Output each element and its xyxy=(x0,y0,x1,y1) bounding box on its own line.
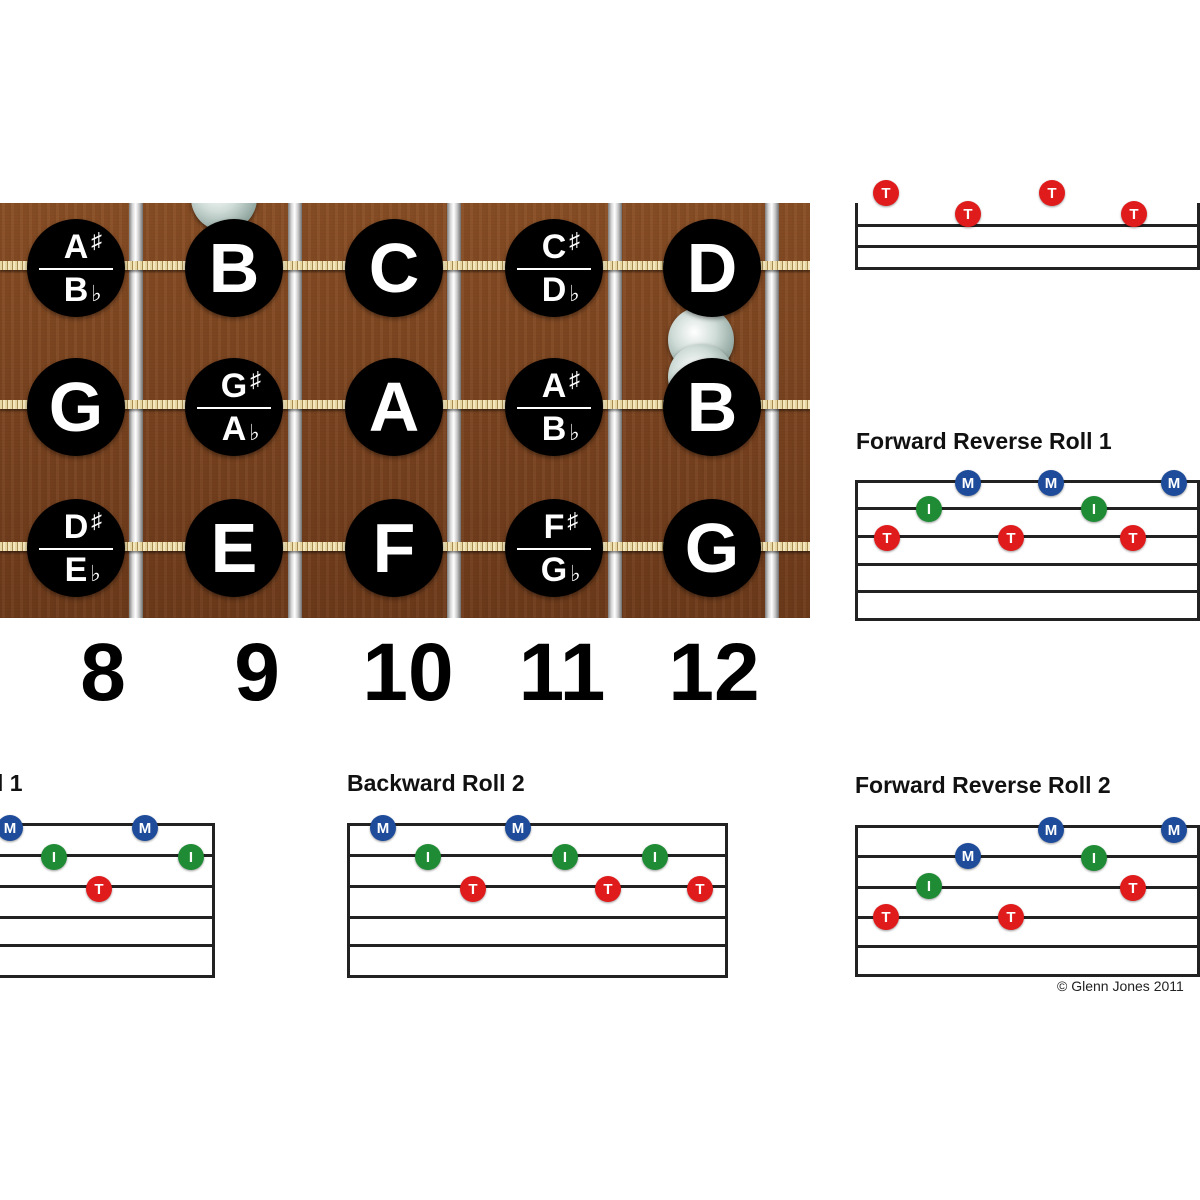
copyright-notice: © Glenn Jones 2011 xyxy=(1057,978,1184,994)
thumb-note: T xyxy=(955,201,981,227)
note-marker: C♯ D♭ xyxy=(505,219,603,317)
index-note: I xyxy=(642,844,668,870)
staff-line xyxy=(347,916,728,919)
middle-note: M xyxy=(1038,470,1064,496)
middle-note: M xyxy=(1038,817,1064,843)
middle-note: M xyxy=(955,843,981,869)
note-marker: E xyxy=(185,499,283,597)
roll-title: l 1 xyxy=(0,770,23,796)
roll-staff: T T T T xyxy=(855,180,1200,270)
fret-number: 11 xyxy=(518,627,606,718)
roll-staff: M I T M I xyxy=(0,815,215,978)
note-sharp: A♯ xyxy=(63,227,103,266)
staff-line xyxy=(855,945,1200,948)
note-flat: E♭ xyxy=(64,550,101,589)
staff-line xyxy=(855,507,1200,510)
fret-wire xyxy=(447,203,461,618)
thumb-note: T xyxy=(460,876,486,902)
middle-note: M xyxy=(1161,817,1187,843)
note-marker: F♯ G♭ xyxy=(505,499,603,597)
thumb-note: T xyxy=(1039,180,1065,206)
staff-line xyxy=(0,944,215,947)
note-marker: F xyxy=(345,499,443,597)
roll-title: Forward Reverse Roll 1 xyxy=(856,428,1112,454)
index-note: I xyxy=(415,844,441,870)
staff-line xyxy=(855,563,1200,566)
note-marker: G xyxy=(663,499,761,597)
thumb-note: T xyxy=(998,904,1024,930)
note-marker: A xyxy=(345,358,443,456)
staff-line xyxy=(855,916,1200,919)
thumb-note: T xyxy=(687,876,713,902)
fret-wire xyxy=(608,203,622,618)
note-marker: C xyxy=(345,219,443,317)
note-marker: A♯ B♭ xyxy=(27,219,125,317)
staff-line xyxy=(0,916,215,919)
staff-line xyxy=(347,944,728,947)
fret-number: 9 xyxy=(234,627,280,718)
staff-line xyxy=(347,854,728,857)
thumb-note: T xyxy=(998,525,1024,551)
note-flat: A♭ xyxy=(221,409,260,448)
staff-line xyxy=(855,224,1200,227)
note-marker: B xyxy=(663,358,761,456)
thumb-note: T xyxy=(874,525,900,551)
fret-wire xyxy=(129,203,143,618)
fret-number: 12 xyxy=(668,627,760,718)
note-marker: D♯ E♭ xyxy=(27,499,125,597)
index-note: I xyxy=(916,496,942,522)
staff-line xyxy=(855,886,1200,889)
fret-wire xyxy=(288,203,302,618)
fret-wire xyxy=(765,203,779,618)
staff-line xyxy=(855,590,1200,593)
note-flat: G♭ xyxy=(540,550,581,589)
note-flat: B♭ xyxy=(63,270,102,309)
staff-line xyxy=(855,267,1200,270)
middle-note: M xyxy=(132,815,158,841)
roll-title: Backward Roll 2 xyxy=(347,770,525,796)
staff-line xyxy=(855,535,1200,538)
middle-note: M xyxy=(505,815,531,841)
note-flat: D♭ xyxy=(541,270,580,309)
index-note: I xyxy=(178,844,204,870)
note-sharp: C♯ xyxy=(541,227,581,266)
index-note: I xyxy=(1081,845,1107,871)
roll-title: Forward Reverse Roll 2 xyxy=(855,772,1111,798)
staff-line xyxy=(855,855,1200,858)
note-marker: B xyxy=(185,219,283,317)
middle-note: M xyxy=(0,815,23,841)
note-sharp: G♯ xyxy=(220,366,262,405)
thumb-note: T xyxy=(1120,525,1146,551)
middle-note: M xyxy=(370,815,396,841)
note-sharp: D♯ xyxy=(63,507,103,546)
note-sharp: A♯ xyxy=(541,366,581,405)
roll-staff: T I M T M I T M xyxy=(855,817,1200,977)
note-marker: G xyxy=(27,358,125,456)
fretboard: A♯ B♭ B C C♯ D♭ D G G♯ A♭ A A♯ B♭ B D♯ E♭ E F… xyxy=(0,203,810,618)
index-note: I xyxy=(916,873,942,899)
fret-number: 8 xyxy=(80,627,126,718)
note-flat: B♭ xyxy=(541,409,580,448)
thumb-note: T xyxy=(873,180,899,206)
staff-line xyxy=(347,885,728,888)
staff-line xyxy=(855,245,1200,248)
thumb-note: T xyxy=(86,876,112,902)
staff-line xyxy=(0,854,215,857)
note-marker: G♯ A♭ xyxy=(185,358,283,456)
fret-number: 10 xyxy=(362,627,454,718)
index-note: I xyxy=(1081,496,1107,522)
middle-note: M xyxy=(955,470,981,496)
middle-note: M xyxy=(1161,470,1187,496)
thumb-note: T xyxy=(873,904,899,930)
roll-staff: M I T M I T I T xyxy=(347,815,728,978)
roll-staff: T I M T M I T M xyxy=(855,470,1200,621)
thumb-note: T xyxy=(595,876,621,902)
note-marker: A♯ B♭ xyxy=(505,358,603,456)
note-sharp: F♯ xyxy=(543,507,579,546)
index-note: I xyxy=(41,844,67,870)
thumb-note: T xyxy=(1121,201,1147,227)
index-note: I xyxy=(552,844,578,870)
note-marker: D xyxy=(663,219,761,317)
thumb-note: T xyxy=(1120,875,1146,901)
